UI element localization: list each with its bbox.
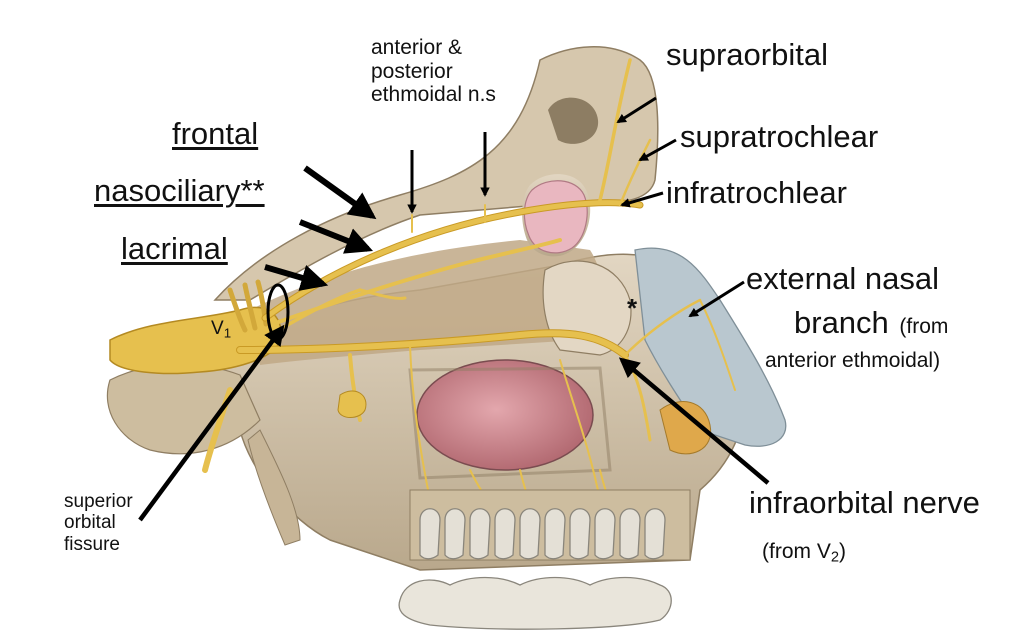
nasociliary-label: nasociliary** <box>94 173 265 208</box>
infratrochlear-arrow <box>620 191 664 208</box>
pointer-arrows <box>138 96 770 522</box>
nasociliary-arrow <box>298 219 374 254</box>
ethmoidal-label-line-2: posterior <box>371 59 453 83</box>
from-v2-label: (from V2) <box>762 540 846 566</box>
asterisk-marker: * <box>627 293 638 323</box>
sinus-rim <box>408 366 612 480</box>
lacrimal-label: lacrimal <box>121 231 228 266</box>
sof-label-line-1: superior <box>64 491 133 512</box>
from-v2-suffix: ) <box>839 540 847 563</box>
pterygoid-plate <box>247 429 301 546</box>
infratrochlear-label: infratrochlear <box>666 175 847 210</box>
ethmoidal-label-line-3: ethmoidal n.s <box>371 83 496 107</box>
pterygopalatine-ganglion <box>337 390 367 418</box>
from-v2-prefix: (from V <box>762 540 831 563</box>
frontal-sinus <box>548 97 599 144</box>
external-nasal-arrow <box>688 280 745 318</box>
infraorbital-nerve-label: infraorbital nerve <box>749 485 980 520</box>
superior-orbital-fissure-arrow <box>138 324 285 522</box>
infraorbital-arrow <box>618 357 770 485</box>
maxillary-sinus <box>416 359 594 471</box>
sphenoid-bone <box>106 363 261 455</box>
supraorbital-label: supraorbital <box>666 37 828 72</box>
nerve-paths <box>202 58 736 516</box>
frontal-label: frontal <box>172 116 259 151</box>
sof-label-line-3: fissure <box>64 533 120 555</box>
external-nasal-label-line-2: branch (from <box>794 305 949 341</box>
superior-orbital-fissure-label: superior orbital fissure <box>64 491 133 555</box>
v1-letter: V <box>211 318 224 339</box>
supratrochlear-arrow <box>638 138 677 162</box>
sof-label-line-2: orbital <box>64 512 116 534</box>
supratrochlear-label: supratrochlear <box>680 119 879 154</box>
v1-label: V1 <box>211 318 231 341</box>
external-nasal-from-word: (from <box>899 315 949 338</box>
lacrimal-arrow <box>264 264 329 291</box>
nasal-ala <box>659 401 712 455</box>
supraorbital-arrow <box>616 96 657 124</box>
external-nasal-label-line-3: anterior ethmoidal) <box>765 349 941 372</box>
v1-subscript: 1 <box>223 325 232 341</box>
nasal-cartilage <box>634 247 787 447</box>
frontal-arrow <box>303 165 377 220</box>
external-nasal-branch-word: branch <box>794 305 889 340</box>
teeth <box>398 508 672 630</box>
ethmoidal-label-line-1: anterior & <box>371 36 463 59</box>
v2-subscript: 2 <box>830 549 840 566</box>
lacrimal-gland-lobules <box>523 180 588 254</box>
external-nasal-label-line-1: external nasal <box>746 261 940 296</box>
ethmoidal-nerves-label: anterior & posterior ethmoidal n.s <box>371 36 496 107</box>
